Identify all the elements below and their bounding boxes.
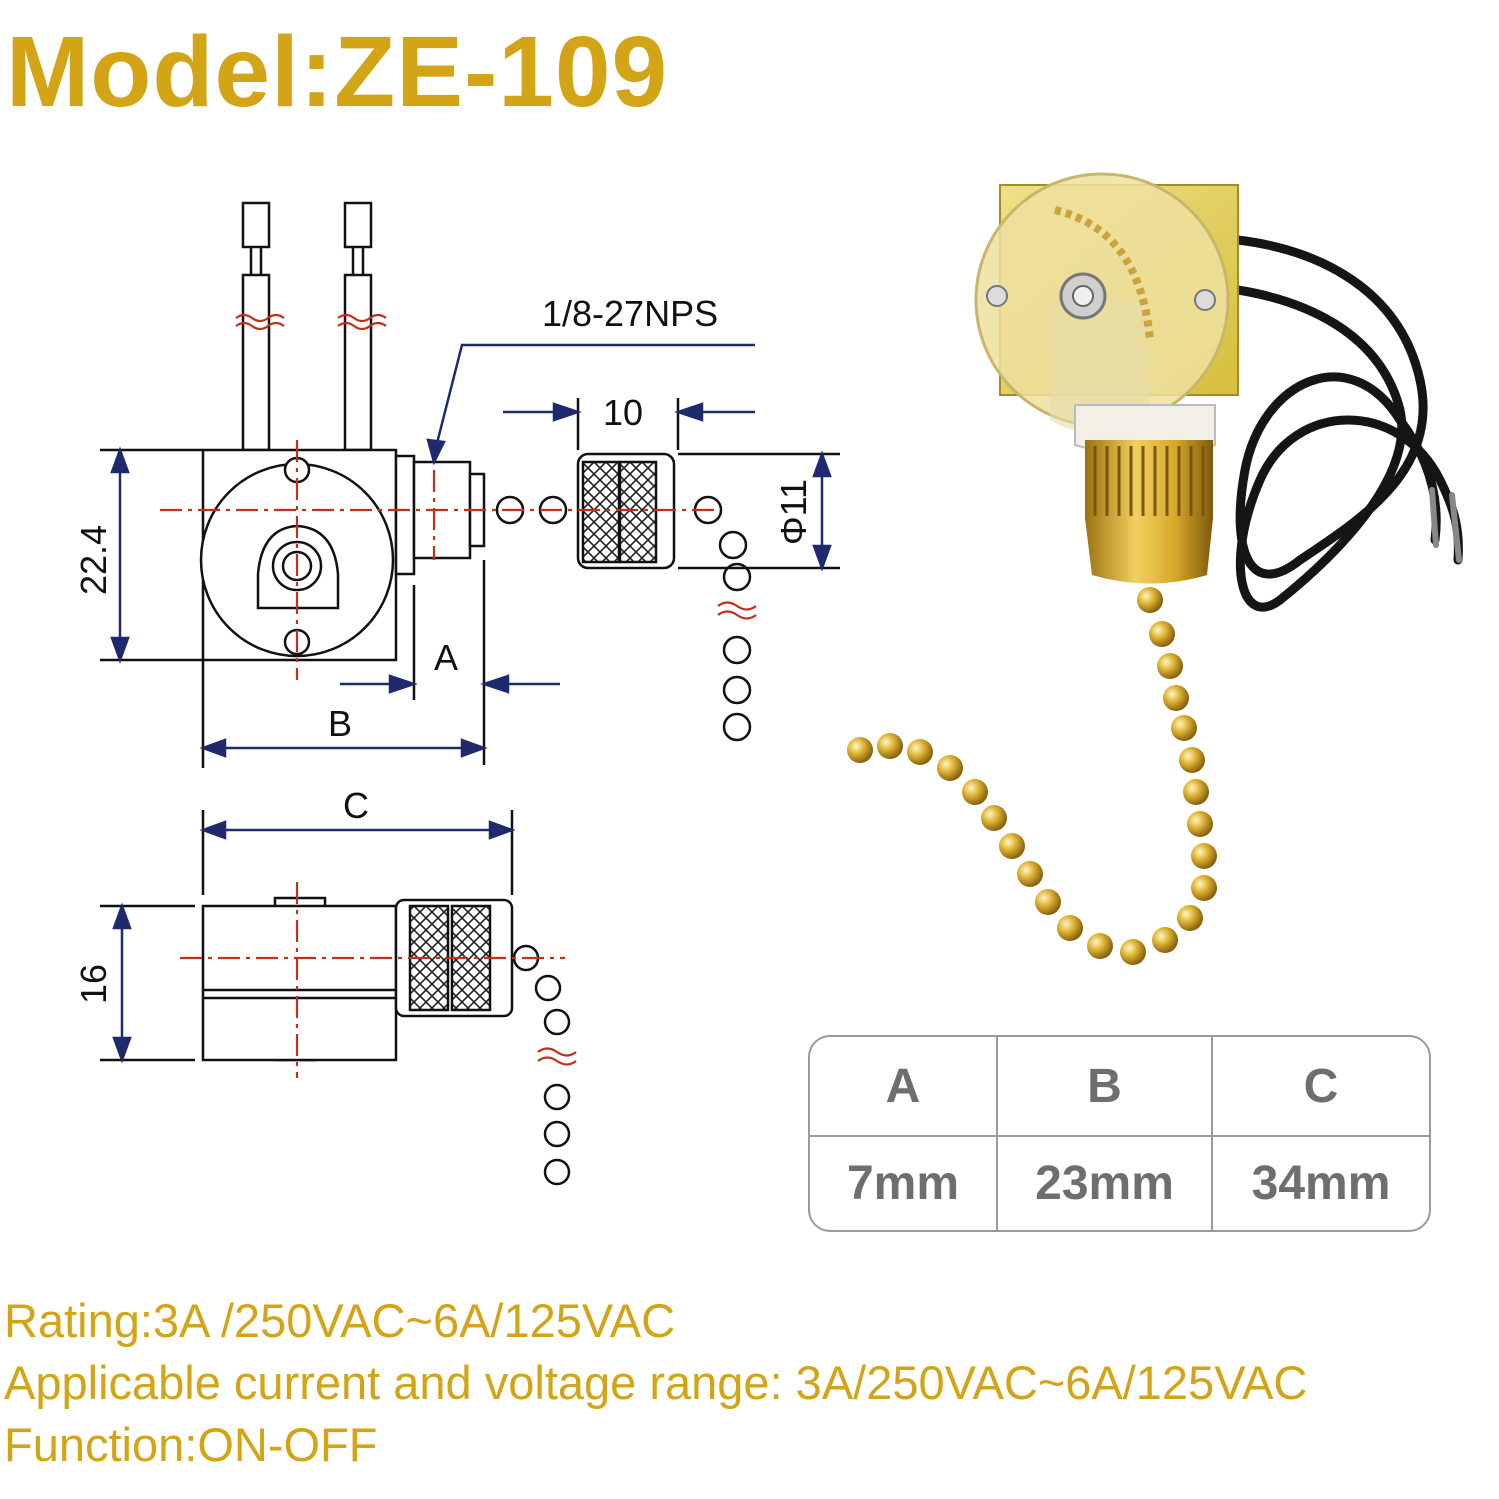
dim-phi11-label: Φ11 bbox=[773, 479, 814, 545]
model-title: Model:ZE-109 bbox=[6, 16, 669, 128]
dim-10-label: 10 bbox=[603, 392, 643, 433]
thread-spec-label: 1/8-27NPS bbox=[542, 293, 718, 334]
dim-a-label: A bbox=[434, 637, 458, 678]
brass-pull-chain bbox=[847, 587, 1217, 965]
table-header-b: B bbox=[998, 1037, 1213, 1137]
front-view bbox=[199, 201, 757, 742]
threaded-stem bbox=[412, 460, 472, 560]
pull-chain-front bbox=[693, 495, 757, 742]
table-header-a: A bbox=[810, 1037, 998, 1137]
table-header-c: C bbox=[1213, 1037, 1429, 1137]
lead-wires bbox=[235, 201, 387, 452]
range-text: Applicable current and voltage range: 3A… bbox=[4, 1356, 1308, 1409]
pull-chain-side bbox=[512, 944, 577, 1186]
specifications: Rating:3A /250VAC~6A/125VAC Applicable c… bbox=[4, 1290, 1307, 1476]
centerlines-side bbox=[180, 882, 565, 1078]
black-wires bbox=[1233, 235, 1463, 612]
dimensions-side bbox=[100, 810, 516, 1064]
centerlines-front bbox=[160, 440, 720, 680]
side-view bbox=[201, 896, 577, 1186]
table-value-a: 7mm bbox=[810, 1137, 998, 1230]
dim-c-label: C bbox=[343, 785, 369, 826]
dimensions-front bbox=[100, 343, 840, 768]
dim-16-label: 16 bbox=[73, 964, 114, 1004]
table-value-c: 34mm bbox=[1251, 1157, 1391, 1210]
rating-text: Rating:3A /250VAC~6A/125VAC bbox=[4, 1294, 676, 1347]
dim-22-4-label: 22.4 bbox=[73, 525, 114, 595]
table-value-b: 23mm bbox=[998, 1137, 1213, 1230]
function-text: Function:ON-OFF bbox=[4, 1418, 378, 1471]
side-housing bbox=[201, 904, 398, 1062]
dimensions-table: A B C 7mm 23mm 34mm bbox=[808, 1035, 1431, 1232]
product-photo bbox=[847, 172, 1463, 965]
dim-b-label: B bbox=[328, 703, 352, 744]
